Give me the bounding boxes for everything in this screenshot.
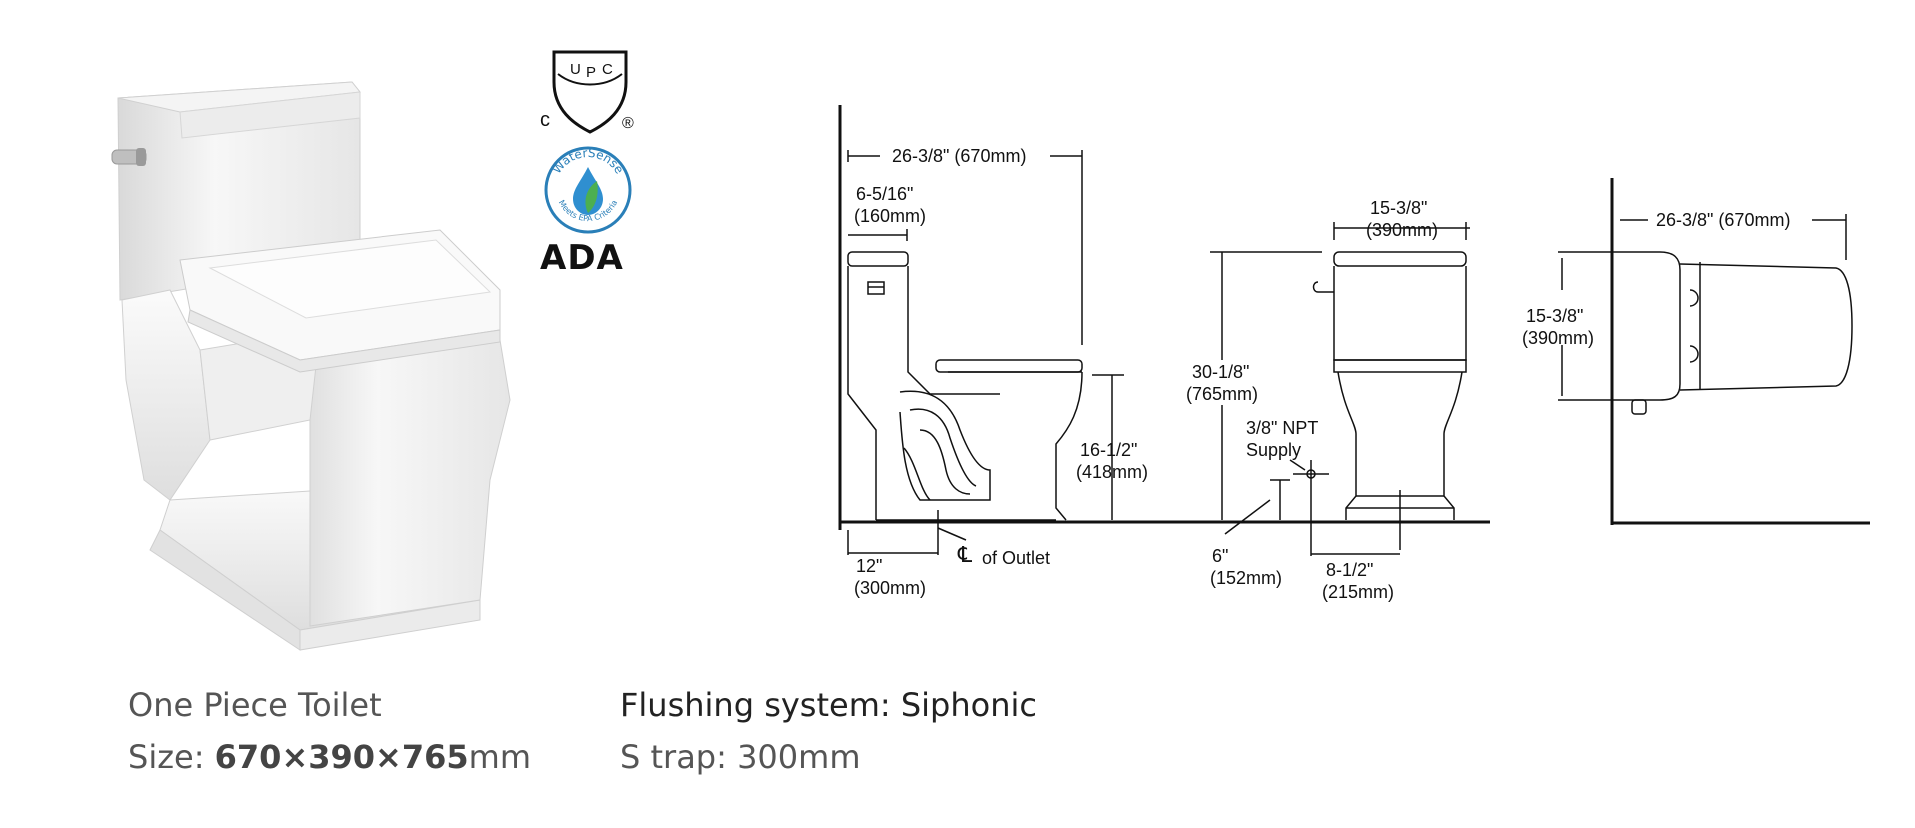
side-seat-height-mm: (418mm) [1076, 462, 1148, 482]
front-supply-height-mm: (152mm) [1210, 568, 1282, 588]
side-view [838, 105, 1490, 555]
side-tank-depth-mm: (160mm) [854, 206, 926, 226]
side-outlet-in: 12" [856, 556, 882, 576]
top-length: 26-3/8" (670mm) [1656, 210, 1790, 230]
front-width-mm: (390mm) [1366, 220, 1438, 240]
size-value: 670×390×765 [214, 738, 469, 776]
side-seat-height-in: 16-1/2" [1080, 440, 1137, 460]
flushing-system: Flushing system: Siphonic [620, 686, 1037, 724]
upc-letter-u: U [570, 61, 581, 78]
front-width-in: 15-3/8" [1370, 198, 1427, 218]
side-tank-depth-in: 6-5/16" [856, 184, 913, 204]
upc-letter-p: P [586, 64, 596, 81]
top-view [1558, 178, 1870, 525]
front-supply-line1: 3/8" NPT [1246, 418, 1318, 438]
upc-registered: ® [622, 115, 634, 132]
front-supply-height-in: 6" [1212, 546, 1228, 566]
top-width-mm: (390mm) [1522, 328, 1594, 348]
side-outlet-label: of Outlet [982, 548, 1050, 568]
side-overall-length: 26-3/8" (670mm) [892, 146, 1026, 166]
front-height-in: 30-1/8" [1192, 362, 1249, 382]
front-height-mm: (765mm) [1186, 384, 1258, 404]
side-outlet-mm: (300mm) [854, 578, 926, 598]
top-width-in: 15-3/8" [1526, 306, 1583, 326]
upc-letter-c: C [602, 61, 613, 78]
front-supply-offset-in: 8-1/2" [1326, 560, 1373, 580]
water-drop-icon [573, 167, 603, 215]
product-name: One Piece Toilet [128, 686, 382, 724]
upc-c-mark: c [540, 109, 550, 131]
size-unit: mm [468, 738, 531, 776]
trap-size: S trap: 300mm [620, 738, 861, 776]
toilet-photo [111, 81, 511, 651]
ada-logo: ADA [540, 238, 624, 278]
front-supply-offset-mm: (215mm) [1322, 582, 1394, 602]
upc-logo: U P C c ® [540, 50, 634, 134]
leaf-icon [585, 181, 598, 213]
front-supply-line2: Supply [1246, 440, 1301, 460]
watersense-logo: WaterSense Meets EPA Criteria [544, 146, 632, 234]
centerline-symbol: ℄ [957, 543, 973, 568]
front-view [1210, 222, 1470, 556]
size-caption: Size: 670×390×765mm [128, 738, 531, 776]
size-label: Size: [128, 738, 215, 776]
